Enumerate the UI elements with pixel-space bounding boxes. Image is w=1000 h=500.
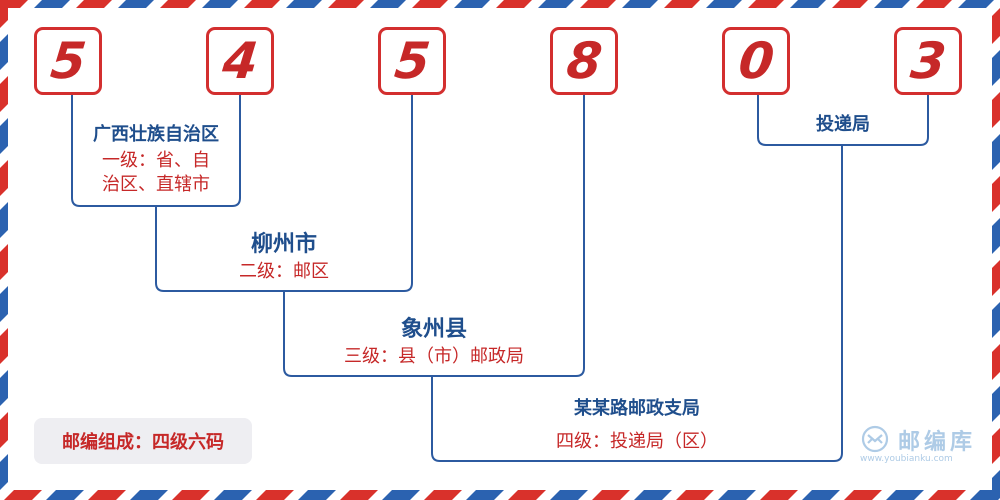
digit-box-6: 3: [894, 27, 962, 95]
border-left: [0, 0, 8, 500]
digit-3: 5: [391, 32, 433, 90]
delivery-name: 投递局: [816, 114, 870, 135]
connector-county: [283, 95, 585, 377]
digit-box-2: 4: [206, 27, 274, 95]
border-top: [0, 0, 1000, 8]
province-desc-line2: 治区、直辖市: [102, 174, 210, 195]
connector-delivery: [757, 95, 929, 146]
county-desc: 三级：县（市）邮政局: [344, 346, 524, 367]
office-name: 某某路邮政支局: [574, 398, 700, 419]
digit-4: 8: [563, 32, 605, 90]
digit-box-5: 0: [722, 27, 790, 95]
office-desc: 四级：投递局（区）: [556, 431, 718, 452]
digit-5: 0: [735, 32, 777, 90]
digit-box-4: 8: [550, 27, 618, 95]
logo-url: www.youbianku.com: [860, 454, 953, 464]
digit-1: 5: [47, 32, 89, 90]
province-desc-line1: 一级：省、自: [102, 150, 210, 171]
border-bottom: [0, 490, 1000, 500]
province-name: 广西壮族自治区: [93, 124, 219, 145]
envelope-circle-icon: [861, 425, 889, 453]
digit-6: 3: [907, 32, 949, 90]
digit-box-1: 5: [34, 27, 102, 95]
connector-office: [431, 145, 843, 462]
logo-name: 邮编库: [898, 430, 977, 455]
digit-box-3: 5: [378, 27, 446, 95]
site-logo: 邮编库 www.youbianku.com: [860, 424, 980, 468]
border-right: [992, 0, 1000, 500]
city-desc: 二级：邮区: [239, 261, 329, 282]
digit-2: 4: [219, 32, 261, 90]
county-name: 象州县: [400, 317, 467, 342]
composition-badge-text: 邮编组成：四级六码: [62, 432, 224, 453]
composition-badge: 邮编组成：四级六码: [34, 418, 252, 464]
city-name: 柳州市: [250, 232, 317, 257]
